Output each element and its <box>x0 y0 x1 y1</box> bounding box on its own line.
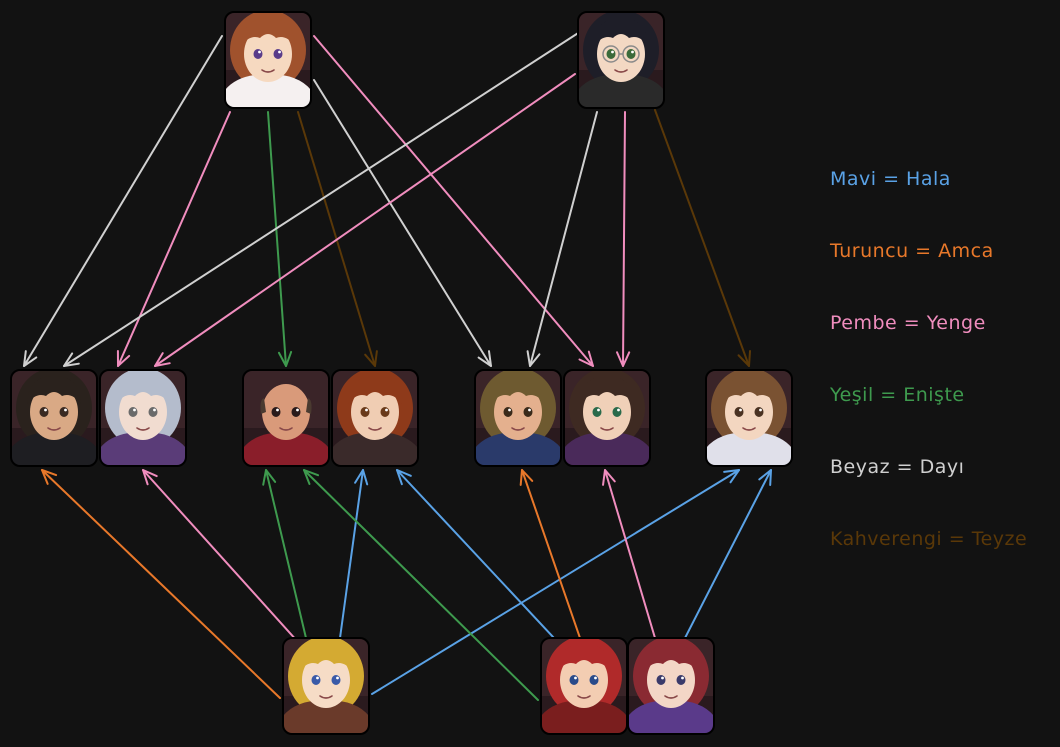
arrow-top-boy-glasses-to-mid-man-1 <box>63 25 590 367</box>
legend-item: Mavi = Hala <box>830 168 951 190</box>
arrow-bottom-girl-red-to-mid-woman-4 <box>684 469 772 639</box>
arrow-bottom-girl-red-to-mid-woman-3 <box>602 469 656 639</box>
arrowhead <box>354 469 369 486</box>
arrowhead <box>615 351 631 367</box>
arrowhead <box>578 350 594 367</box>
arrowhead <box>723 469 740 484</box>
arrow-top-girl-to-mid-man-3 <box>313 79 492 367</box>
arrowhead <box>364 350 378 367</box>
arrowhead <box>526 350 541 367</box>
arrow-top-girl-to-mid-man-2 <box>267 111 293 367</box>
legend-item: Pembe = Yenge <box>830 312 986 334</box>
arrows-layer <box>23 25 772 701</box>
arrowhead <box>519 469 534 486</box>
portrait-mid-woman-3 <box>563 369 651 467</box>
portrait-top-girl <box>224 11 312 109</box>
arrow-top-boy-glasses-to-mid-woman-3 <box>615 111 631 367</box>
arrow-bottom-girl-blonde-to-mid-woman-1 <box>142 469 299 643</box>
arrowhead <box>396 469 412 486</box>
portrait-mid-man-1 <box>10 369 98 467</box>
portrait-bottom-girl-blonde <box>282 637 370 735</box>
portrait-mid-woman-2 <box>331 369 419 467</box>
legend-item: Turuncu = Amca <box>830 240 994 262</box>
arrowhead <box>142 469 158 486</box>
arrow-top-girl-to-mid-woman-1 <box>116 111 231 367</box>
arrow-top-boy-glasses-to-mid-man-3 <box>526 111 598 367</box>
portrait-bottom-boy-red <box>540 637 628 735</box>
portrait-bottom-girl-red <box>627 637 715 735</box>
arrowhead <box>758 469 772 486</box>
arrowhead <box>116 350 131 367</box>
arrow-top-boy-glasses-to-mid-woman-1 <box>154 73 576 367</box>
arrow-top-boy-glasses-to-mid-woman-4 <box>654 109 752 367</box>
legend-item: Yeşil = Enişte <box>830 384 965 406</box>
arrowhead <box>477 350 492 367</box>
arrowhead <box>303 469 320 485</box>
arrowhead <box>737 350 752 367</box>
arrow-bottom-boy-red-to-mid-man-3 <box>519 469 581 639</box>
arrow-bottom-girl-blonde-to-mid-man-2 <box>262 469 307 639</box>
portrait-mid-woman-1 <box>99 369 187 467</box>
arrow-top-girl-to-mid-woman-3 <box>313 35 594 367</box>
arrowhead <box>23 350 38 367</box>
arrow-bottom-girl-blonde-to-mid-woman-2 <box>339 469 369 639</box>
portrait-top-boy-glasses <box>577 11 665 109</box>
arrowhead <box>277 350 293 367</box>
arrowhead <box>262 469 277 486</box>
arrow-bottom-boy-red-to-mid-woman-2 <box>396 469 555 639</box>
arrowhead <box>154 352 171 367</box>
portrait-mid-man-3 <box>474 369 562 467</box>
legend-item: Kahverengi = Teyze <box>830 528 1028 550</box>
portrait-mid-man-2 <box>242 369 330 467</box>
arrow-bottom-girl-blonde-to-mid-man-1 <box>41 469 281 699</box>
arrowhead <box>602 469 616 486</box>
portraits-layer <box>10 11 793 735</box>
arrowhead <box>63 352 80 367</box>
arrowhead <box>41 469 58 485</box>
arrow-bottom-girl-blonde-to-mid-woman-4 <box>371 469 740 695</box>
arrow-top-girl-to-mid-man-1 <box>23 35 223 367</box>
legend-item: Beyaz = Dayı <box>830 456 965 478</box>
arrow-bottom-boy-red-to-mid-man-2 <box>303 469 539 701</box>
portrait-mid-woman-4 <box>705 369 793 467</box>
